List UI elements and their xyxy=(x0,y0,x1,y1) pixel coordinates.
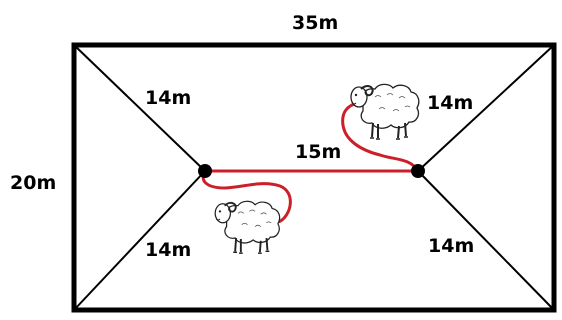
upper-sheep-tether xyxy=(341,101,420,172)
label-upper-left-diagonal: 14m xyxy=(145,87,191,109)
label-middle-segment: 15m xyxy=(295,141,341,163)
label-lower-right-diagonal: 14m xyxy=(428,235,474,257)
sheep-upper-icon xyxy=(350,83,420,140)
diagonal-upper-left xyxy=(73,44,206,172)
label-lower-left-diagonal: 14m xyxy=(145,239,191,261)
diagonal-lower-right xyxy=(417,170,555,311)
post-right xyxy=(411,164,425,178)
post-left xyxy=(198,164,212,178)
label-top-side: 35m xyxy=(292,12,338,34)
label-upper-right-diagonal: 14m xyxy=(427,92,473,114)
diagonal-lower-left xyxy=(73,170,206,311)
field-border xyxy=(71,42,557,313)
diagonal-upper-right xyxy=(417,44,555,172)
label-left-side: 20m xyxy=(10,172,56,194)
sheep-lower-icon xyxy=(214,200,281,255)
